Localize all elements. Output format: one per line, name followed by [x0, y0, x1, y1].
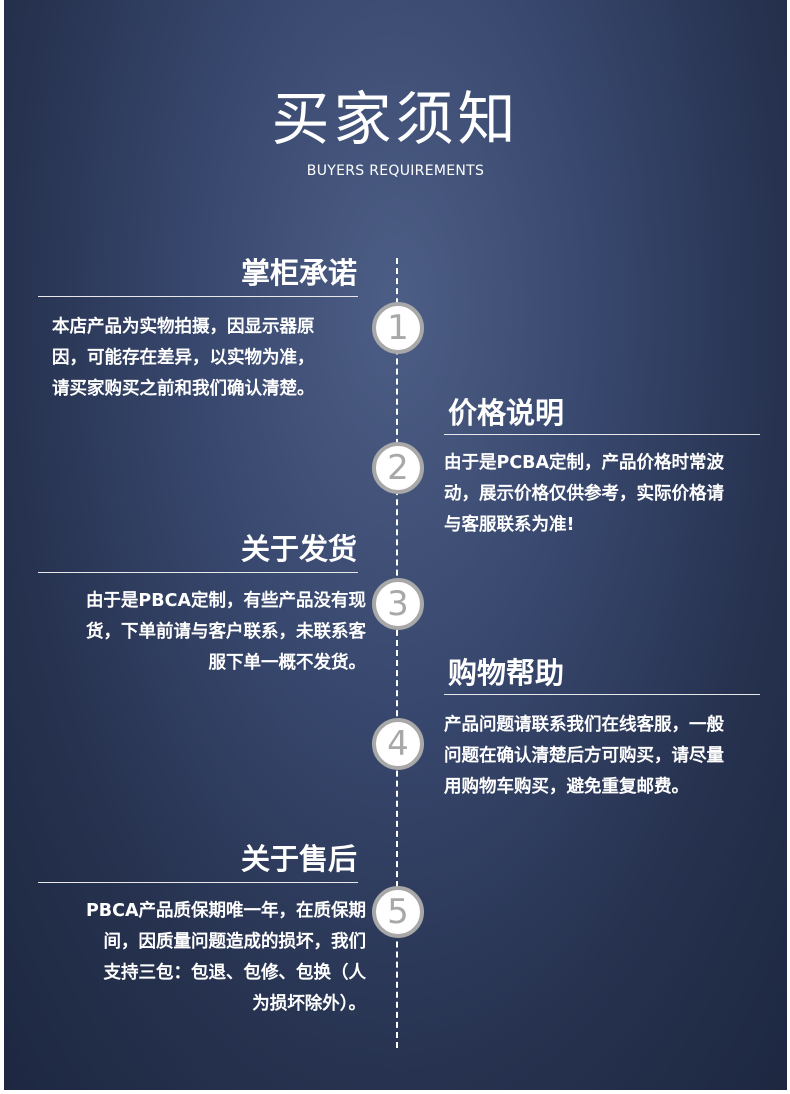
- section-rule: [38, 882, 358, 883]
- step-number-badge: 1: [372, 302, 424, 354]
- section-heading: 关于售后: [240, 842, 357, 876]
- step-number-badge: 4: [372, 718, 424, 770]
- buyers-notice-poster: 买家须知 BUYERS REQUIREMENTS 掌柜承诺 本店产品为实物拍摄，…: [4, 0, 787, 1090]
- step-number-badge: 3: [372, 578, 424, 630]
- timeline-divider: [396, 258, 398, 1048]
- text-line: 由于是PCBA定制，产品价格时常波: [444, 453, 725, 473]
- section-text: 由于是PCBA定制，产品价格时常波 动，展示价格仅供参考，实际价格请 与客服联系…: [444, 448, 780, 541]
- text-line: 本店产品为实物拍摄，因显示器原: [52, 317, 315, 337]
- page-title: 买家须知: [271, 85, 520, 153]
- section-heading: 掌柜承诺: [240, 256, 357, 290]
- section-rule: [38, 572, 358, 573]
- text-line: 问题在确认清楚后方可购买，请尽量: [444, 746, 724, 766]
- section-text: 由于是PBCA定制，有些产品没有现 货，下单前请与客户联系，未联系客 服下单一概…: [34, 586, 366, 679]
- text-line: 由于是PBCA定制，有些产品没有现: [85, 591, 366, 611]
- section-rule: [444, 694, 760, 695]
- text-line: 动，展示价格仅供参考，实际价格请: [444, 484, 724, 504]
- text-line: 因，可能存在差异，以实物为准，: [52, 348, 315, 368]
- text-line: 为损坏除外）。: [252, 994, 366, 1014]
- text-line: 服下单一概不发货。: [208, 653, 367, 673]
- text-line: 支持三包：包退、包修、包换（人: [103, 963, 367, 983]
- text-line: 请买家购买之前和我们确认清楚。: [52, 379, 315, 399]
- text-line: 间，因质量问题造成的损坏，我们: [103, 932, 367, 952]
- step-number-badge: 5: [372, 886, 424, 938]
- section-text: 本店产品为实物拍摄，因显示器原 因，可能存在差异，以实物为准， 请买家购买之前和…: [44, 312, 374, 405]
- section-text: PBCA产品质保期唯一年，在质保期 间，因质量问题造成的损坏，我们 支持三包：包…: [34, 896, 366, 1020]
- page-subtitle: BUYERS REQUIREMENTS: [306, 163, 485, 179]
- section-heading: 关于发货: [240, 532, 357, 566]
- section-heading: 价格说明: [448, 396, 565, 430]
- text-line: 产品问题请联系我们在线客服，一般: [444, 715, 724, 735]
- text-line: 用购物车购买，避免重复邮费。: [444, 777, 689, 797]
- text-line: 与客服联系为准!: [444, 515, 575, 535]
- section-heading: 购物帮助: [448, 656, 565, 690]
- step-number-badge: 2: [372, 442, 424, 494]
- section-rule: [444, 434, 760, 435]
- section-text: 产品问题请联系我们在线客服，一般 问题在确认清楚后方可购买，请尽量 用购物车购买…: [444, 710, 780, 803]
- text-line: PBCA产品质保期唯一年，在质保期: [85, 901, 366, 921]
- section-rule: [38, 296, 358, 297]
- text-line: 货，下单前请与客户联系，未联系客: [86, 622, 366, 642]
